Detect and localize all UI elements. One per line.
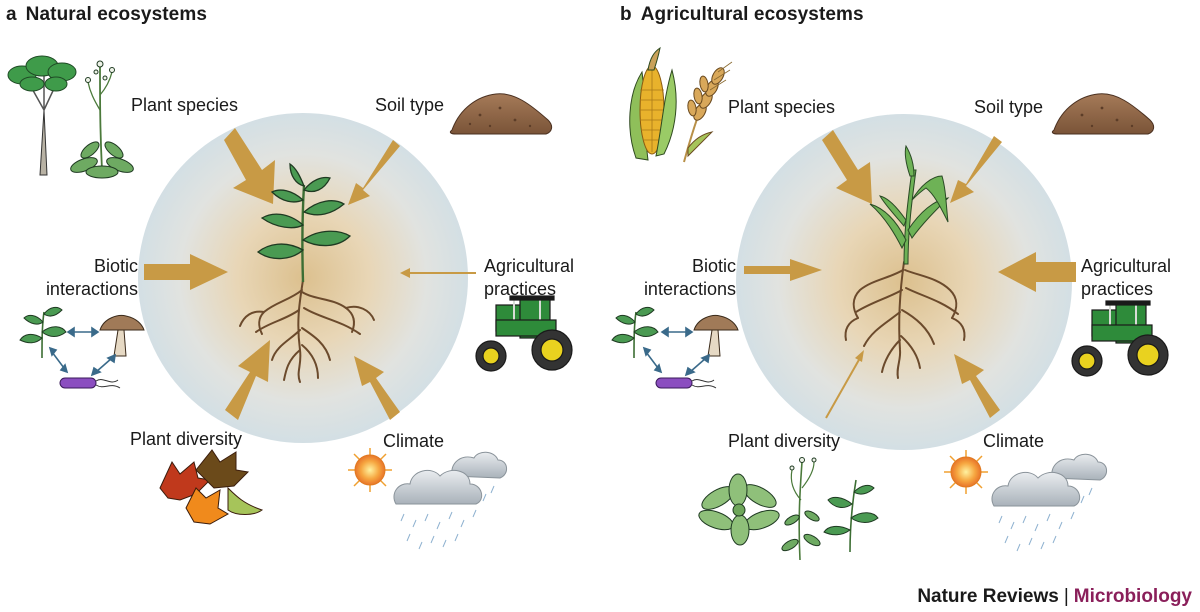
seedling-icon xyxy=(823,479,879,553)
sun-icon xyxy=(348,448,392,492)
rain-cloud-icon xyxy=(393,451,507,550)
mushroom-icon xyxy=(693,315,739,357)
soil-pile-icon xyxy=(449,93,553,135)
influence-arrows xyxy=(144,128,476,420)
journal-name: Microbiology xyxy=(1073,586,1192,607)
panel-a-diagram xyxy=(7,55,573,550)
bacterium-icon xyxy=(655,377,717,389)
interaction-arrows xyxy=(48,326,116,377)
label-climate: Climate xyxy=(983,431,1045,451)
rosette-plant-icon xyxy=(698,473,780,546)
arrow-biotic xyxy=(144,254,228,290)
plant-diversity-icon xyxy=(698,457,879,561)
weed-plant-icon xyxy=(70,60,134,179)
corn-icon xyxy=(629,46,677,161)
influence-arrows xyxy=(744,130,1076,419)
rain-cloud-icon xyxy=(991,453,1107,552)
panel-heading: Natural ecosystems xyxy=(25,4,208,25)
label-plant-species: Plant species xyxy=(131,95,239,115)
arrow-soil-type xyxy=(950,136,1002,203)
label-biotic-line1: Biotic xyxy=(691,256,736,276)
panel-b-diagram xyxy=(611,46,1169,561)
arrow-climate xyxy=(354,356,400,420)
label-plant-diversity: Plant diversity xyxy=(728,431,841,451)
label-agricultural-line2: practices xyxy=(484,279,557,299)
credit-separator: | xyxy=(1063,586,1069,607)
interaction-arrows xyxy=(642,326,710,377)
bacterium-icon xyxy=(59,377,121,389)
panel-heading: Agricultural ecosystems xyxy=(640,4,864,25)
central-plant-icon xyxy=(239,162,375,383)
label-agricultural-line2: practices xyxy=(1081,279,1154,299)
arrow-plant-species xyxy=(822,130,872,204)
seedling-icon xyxy=(19,306,67,359)
tractor-icon xyxy=(475,295,573,372)
biotic-interactions-icon xyxy=(19,306,145,389)
arrow-plant-species xyxy=(224,128,275,204)
label-biotic-line2: interactions xyxy=(643,279,736,299)
influence-circle xyxy=(736,114,1072,450)
tree-icon xyxy=(7,55,77,176)
label-biotic-line1: Biotic xyxy=(93,256,138,276)
panel-a-title: a Natural ecosystems xyxy=(6,4,207,26)
label-biotic-line2: interactions xyxy=(45,279,138,299)
panel-b-title: b Agricultural ecosystems xyxy=(620,4,864,26)
label-soil-type: Soil type xyxy=(974,97,1044,117)
wheat-icon xyxy=(683,61,733,163)
arrow-climate xyxy=(954,354,1000,418)
label-agricultural-line1: Agricultural xyxy=(484,256,575,276)
central-plant-icon xyxy=(844,144,966,379)
weed-plant-icon xyxy=(781,457,821,561)
tractor-icon xyxy=(1071,300,1169,377)
panel-letter: b xyxy=(620,4,632,25)
mushroom-icon xyxy=(99,315,145,357)
soil-pile-icon xyxy=(1051,93,1155,135)
arrow-plant-diversity xyxy=(225,340,270,420)
arrow-biotic xyxy=(744,259,822,281)
label-climate: Climate xyxy=(383,431,445,451)
biotic-interactions-icon xyxy=(611,306,739,389)
arrow-agricultural xyxy=(998,252,1076,292)
label-plant-species: Plant species xyxy=(728,97,836,117)
label-plant-diversity: Plant diversity xyxy=(130,429,243,449)
sun-icon xyxy=(944,450,988,494)
journal-credit: Nature Reviews|Microbiology xyxy=(917,586,1192,608)
publisher-name: Nature Reviews xyxy=(917,586,1059,607)
autumn-leaves-icon xyxy=(159,449,264,525)
label-soil-type: Soil type xyxy=(375,95,445,115)
seedling-icon xyxy=(611,306,659,359)
label-agricultural-line1: Agricultural xyxy=(1081,256,1172,276)
panel-letter: a xyxy=(6,4,17,25)
arrow-plant-diversity xyxy=(825,357,861,419)
arrow-soil-type xyxy=(348,140,400,205)
